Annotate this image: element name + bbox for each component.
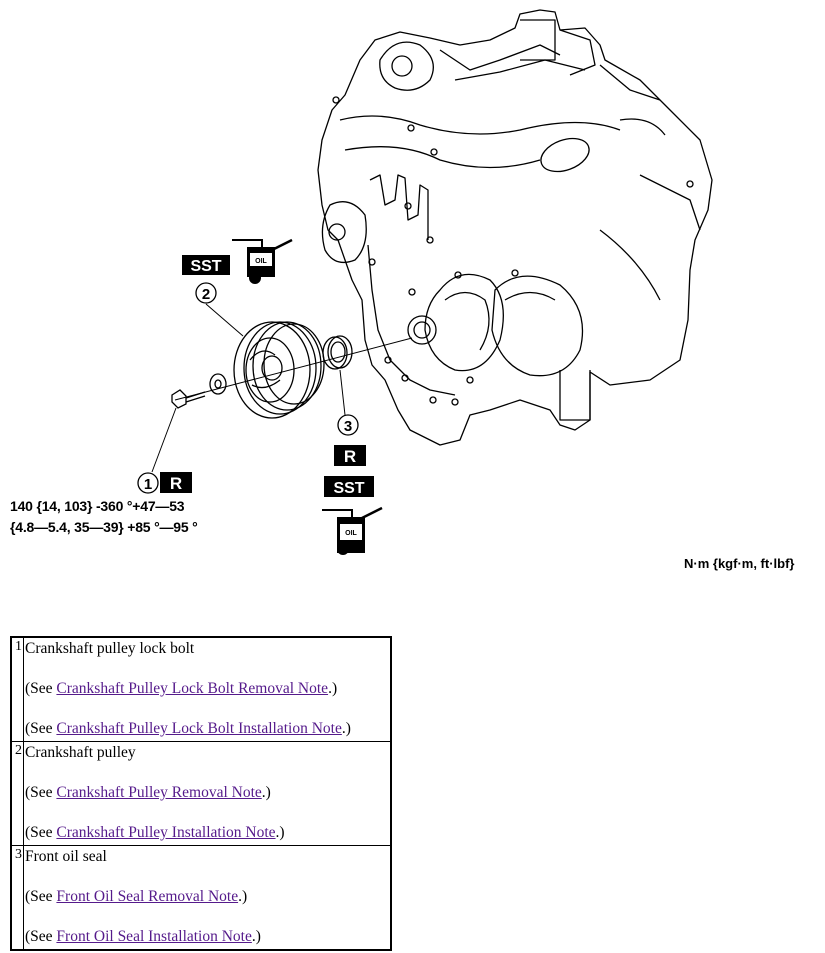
see-reference: (See Front Oil Seal Installation Note.): [25, 927, 390, 949]
sst-badge-upper: SST: [182, 255, 230, 275]
svg-text:OIL: OIL: [345, 530, 357, 537]
sst-badge-lower: SST: [324, 476, 374, 497]
see-prefix: (See: [25, 720, 57, 737]
front-oil-seal-drawing: [322, 335, 353, 370]
see-prefix: (See: [25, 680, 57, 697]
svg-text:3: 3: [344, 418, 352, 435]
sst-badge-upper-text: SST: [190, 258, 221, 275]
part-description: Crankshaft pulley (See Crankshaft Pulley …: [23, 741, 392, 846]
reference-link[interactable]: Crankshaft Pulley Lock Bolt Removal Note: [56, 680, 329, 697]
engine-block-drawing: [317, 9, 713, 446]
see-reference: (See Crankshaft Pulley Lock Bolt Install…: [25, 719, 390, 741]
part-description: Front oil seal (See Front Oil Seal Remova…: [23, 845, 392, 951]
see-reference: (See Crankshaft Pulley Removal Note.): [25, 783, 390, 823]
svg-text:2: 2: [202, 286, 210, 303]
see-suffix: .): [261, 784, 271, 801]
reference-link[interactable]: Crankshaft Pulley Removal Note: [56, 784, 262, 801]
see-reference: (See Crankshaft Pulley Lock Bolt Removal…: [25, 679, 390, 719]
part-name: Front oil seal: [25, 848, 107, 865]
torque-spec-line-1: 140 {14, 103} -360 °+47—53: [10, 498, 185, 514]
reference-link[interactable]: Crankshaft Pulley Lock Bolt Installation…: [56, 720, 342, 737]
reference-link[interactable]: Front Oil Seal Installation Note: [56, 928, 252, 945]
see-prefix: (See: [25, 784, 57, 801]
lock-bolt-drawing: [171, 389, 206, 409]
callout-1: 1: [137, 472, 159, 494]
see-suffix: .): [251, 928, 261, 945]
engine-exploded-illustration: SST OIL 2 1 R 3 R SST OIL: [137, 9, 713, 555]
see-prefix: (See: [25, 888, 57, 905]
see-prefix: (See: [25, 824, 57, 841]
see-reference: (See Crankshaft Pulley Installation Note…: [25, 823, 390, 845]
see-prefix: (See: [25, 928, 57, 945]
callout-2: 2: [195, 282, 217, 304]
part-number: 3: [10, 845, 24, 951]
washer-drawing: [209, 373, 227, 395]
sst-badge-lower-text: SST: [333, 480, 364, 497]
crankshaft-pulley-drawing: [233, 321, 325, 419]
replace-badge-3-text: R: [344, 447, 356, 466]
reference-link[interactable]: Crankshaft Pulley Installation Note: [56, 824, 276, 841]
part-description: Crankshaft pulley lock bolt (See Cranksha…: [23, 636, 392, 742]
oil-can-icon: OIL: [232, 238, 293, 284]
svg-text:1: 1: [144, 476, 152, 493]
torque-units-label: N·m {kgf·m, ft·lbf}: [684, 556, 795, 571]
svg-text:OIL: OIL: [255, 258, 267, 265]
replace-badge-1: R: [160, 472, 192, 493]
part-number: 1: [10, 636, 24, 742]
see-suffix: .): [328, 680, 338, 697]
see-suffix: .): [238, 888, 248, 905]
see-suffix: .): [275, 824, 285, 841]
reference-link[interactable]: Front Oil Seal Removal Note: [56, 888, 239, 905]
see-reference: (See Front Oil Seal Removal Note.): [25, 887, 390, 927]
part-name: Crankshaft pulley: [25, 744, 136, 761]
replace-badge-3: R: [334, 445, 366, 466]
see-suffix: .): [341, 720, 351, 737]
oil-can-icon-lower: OIL: [322, 506, 383, 555]
exploded-parts: [151, 303, 413, 473]
part-name: Crankshaft pulley lock bolt: [25, 640, 195, 657]
torque-spec-line-2: {4.8—5.4, 35—39} +85 °—95 °: [10, 519, 198, 535]
callout-3: 3: [337, 414, 359, 436]
part-number: 2: [10, 741, 24, 846]
replace-badge-1-text: R: [170, 474, 182, 493]
